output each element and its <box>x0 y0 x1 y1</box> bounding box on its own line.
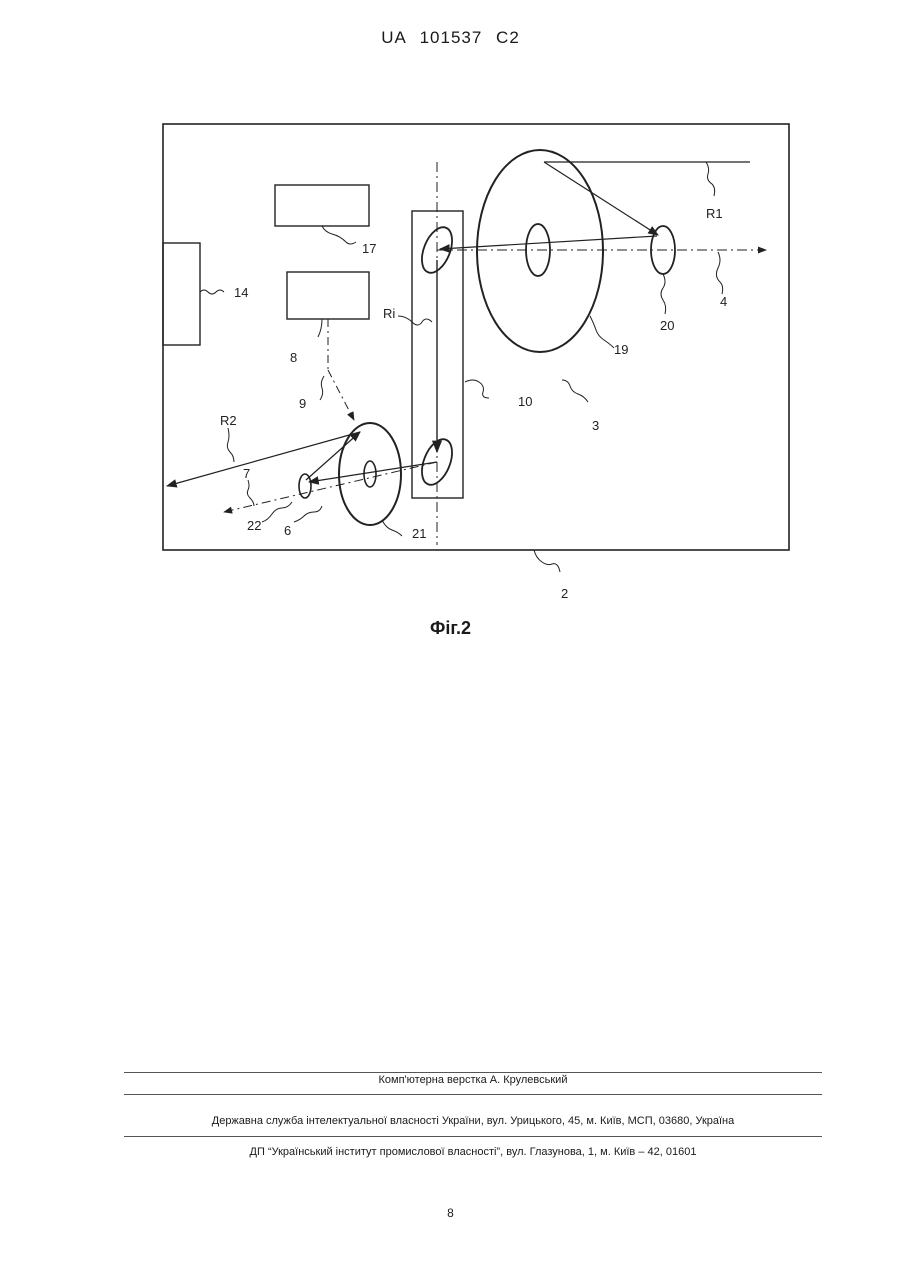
footer-typesetting: Комп'ютерна верстка А. Крулевський <box>124 1074 822 1086</box>
beam-r2 <box>167 432 360 486</box>
leader-17 <box>322 226 356 244</box>
beam-to-ring-22 <box>309 462 437 482</box>
footer-divider-middle <box>124 1094 822 1095</box>
leader-7 <box>247 480 254 506</box>
block-17 <box>275 185 369 226</box>
leader-4 <box>716 252 722 294</box>
leader-3 <box>562 380 588 402</box>
axis-7 <box>224 462 437 512</box>
leader-21 <box>382 520 402 536</box>
leader-2 <box>534 550 560 572</box>
label-14: 14 <box>234 285 248 300</box>
leader-22 <box>262 502 292 522</box>
leader-10 <box>465 380 489 398</box>
label-21: 21 <box>412 526 426 541</box>
label-3: 3 <box>592 418 599 433</box>
label-20: 20 <box>660 318 674 333</box>
signal-path-9b <box>328 370 354 420</box>
disc-19 <box>477 150 603 352</box>
footer-agency: Державна служба інтелектуальної власност… <box>124 1115 822 1127</box>
figure-caption: Фіг.2 <box>0 618 901 639</box>
label-8: 8 <box>290 350 297 365</box>
label-ri: Ri <box>383 306 395 321</box>
label-2: 2 <box>561 586 568 601</box>
page-number: 8 <box>0 1206 901 1220</box>
label-22: 22 <box>247 518 261 533</box>
disc-21-hub <box>364 461 376 487</box>
leader-20 <box>661 274 666 314</box>
leader-6 <box>294 506 322 522</box>
leader-r1 <box>706 162 715 196</box>
label-7: 7 <box>243 466 250 481</box>
label-17: 17 <box>362 241 376 256</box>
block-14 <box>163 243 200 345</box>
label-r1: R1 <box>706 206 723 221</box>
block-8 <box>287 272 369 319</box>
footer-institute: ДП “Український інститут промислової вла… <box>124 1146 822 1158</box>
leader-r2 <box>227 428 234 462</box>
leader-ri <box>398 316 432 325</box>
leader-9 <box>320 376 324 400</box>
leader-19 <box>590 316 614 348</box>
label-19: 19 <box>614 342 628 357</box>
label-4: 4 <box>720 294 727 309</box>
label-9: 9 <box>299 396 306 411</box>
leader-14 <box>200 290 224 294</box>
disc-21 <box>339 423 401 525</box>
patent-drawing: R1 4 20 19 17 14 8 Ri 10 3 9 R2 7 22 6 2… <box>0 0 901 660</box>
leader-8 <box>318 319 322 337</box>
label-10: 10 <box>518 394 532 409</box>
label-r2: R2 <box>220 413 237 428</box>
footer-divider-bottom <box>124 1136 822 1137</box>
footer-divider-top <box>124 1072 822 1073</box>
label-6: 6 <box>284 523 291 538</box>
device-frame <box>163 124 789 550</box>
